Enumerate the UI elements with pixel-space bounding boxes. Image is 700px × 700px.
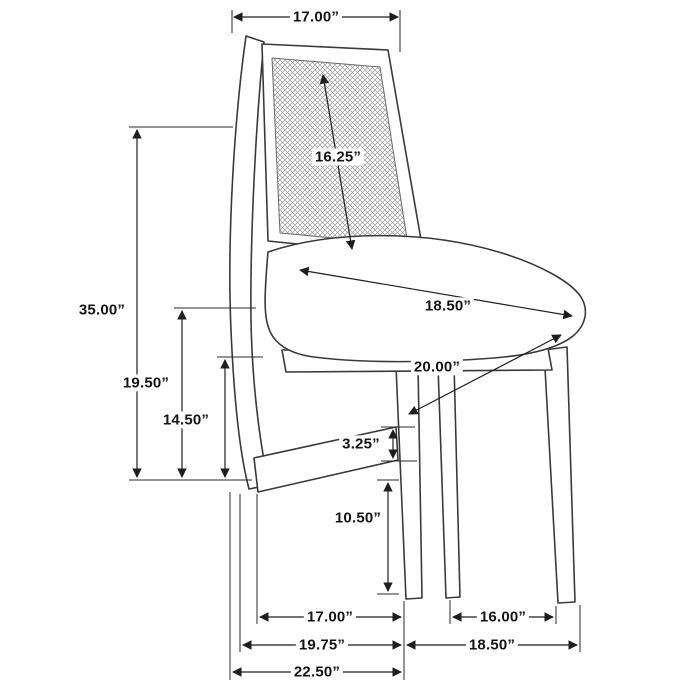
dim-label-seat-depth: 18.50”	[421, 297, 475, 315]
dim-label-base-width: 18.50”	[465, 636, 519, 654]
dim-label-base-depth: 19.75”	[295, 636, 349, 654]
dim-line-seat-width	[408, 334, 562, 415]
dim-label-seat-width: 20.00”	[410, 358, 464, 376]
chair-line-art	[229, 35, 587, 604]
dim-line-seat-depth	[299, 266, 573, 320]
front-left-leg	[395, 363, 423, 600]
rear-right-leg	[437, 363, 461, 599]
dim-label-leg-span-side: 17.00”	[303, 608, 357, 626]
dim-label-leg-span-front: 16.00”	[476, 608, 530, 626]
dim-label-seat-height: 14.50”	[159, 411, 213, 429]
dim-label-back-width: 17.00”	[289, 8, 343, 26]
extension-lines	[129, 10, 581, 680]
dim-label-seat-back-height: 19.50”	[119, 374, 173, 392]
dim-label-overall-depth: 22.50”	[290, 663, 344, 681]
dim-label-back-panel-height: 16.25”	[311, 148, 365, 166]
dim-label-overall-height: 35.00”	[75, 301, 129, 319]
dim-label-apron-thickness: 3.25”	[339, 435, 383, 453]
dim-label-leg-height: 10.50”	[331, 509, 385, 527]
front-right-leg	[543, 346, 576, 604]
